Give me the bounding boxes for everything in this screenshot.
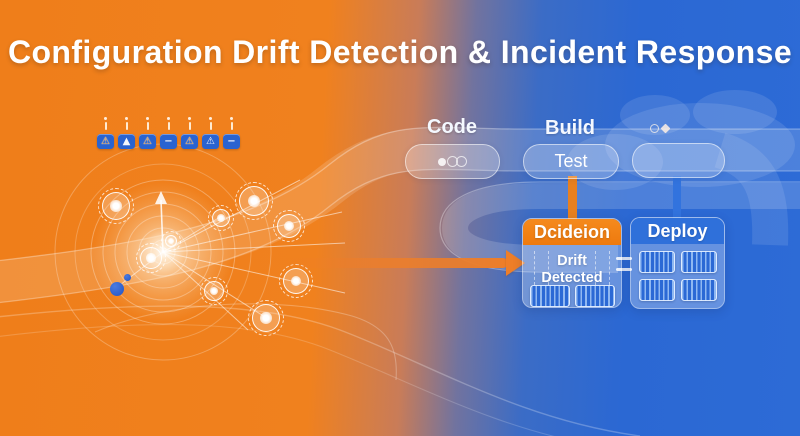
alert-tick-icon [146,117,149,134]
alert-tick-icon [209,117,212,134]
test-to-decision-connector [568,176,577,220]
test-pill: Test [523,144,619,179]
warning-triangle-icon: ⚠ [97,134,114,149]
alert-item: ⚠ [139,117,156,149]
arrow-shaft [282,258,508,268]
arrow-head-icon [506,250,525,276]
container-icon [639,279,675,301]
radar-node [161,231,181,251]
alert-item: − [223,117,240,149]
container-icon [639,251,675,273]
deploy-card: Deploy [630,217,725,309]
alert-tick-icon [167,117,170,134]
decision-card: Dcideion Drift Detected [522,218,622,308]
deploy-card-header: Deploy [631,218,724,244]
page-title: Configuration Drift Detection & Incident… [7,34,793,70]
alert-tick-icon [104,117,107,134]
radar-node [208,205,234,231]
alert-tick-icon [125,117,128,134]
radar-node [273,210,305,242]
stage-label-code: Code [427,116,477,138]
container-icon [681,279,717,301]
warning-triangle-icon: ⚠ [181,134,198,149]
card-link-icon [616,257,632,279]
anomaly-dot [110,282,124,296]
release-dots-icon [650,123,671,134]
pipeline-ribbon [0,126,800,436]
alert-item: ⚠ [181,117,198,149]
stage-label-build: Build [545,117,595,139]
decision-card-body: Drift Detected [523,245,621,307]
alert-item: ▲ [118,117,135,149]
drift-status-text: Drift Detected [541,253,603,286]
alert-tick-icon [230,117,233,134]
container-icon [530,285,570,307]
minus-icon: − [223,134,240,149]
minus-icon: − [160,134,177,149]
container-icon [681,251,717,273]
alert-icons-row: ⚠ ▲ ⚠ − ⚠ ⚠ − [97,117,240,149]
radar-node [136,243,166,273]
radar-node [200,277,228,305]
deploy-card-body [631,244,724,308]
test-pill-label: Test [554,151,588,171]
radar-node [279,264,313,298]
warning-triangle-icon: ⚠ [139,134,156,149]
radar-node [98,188,134,224]
decision-card-header: Dcideion [523,219,621,245]
alert-item: ⚠ [97,117,114,149]
warning-triangle-icon: ⚠ [202,134,219,149]
radar-node [248,300,284,336]
solid-triangle-icon: ▲ [118,134,135,149]
anomaly-dot [124,274,131,281]
alert-item: ⚠ [202,117,219,149]
commit-dots-icon [438,156,467,167]
release-pill [632,143,725,178]
code-pill [405,144,500,179]
alert-tick-icon [188,117,191,134]
release-to-deploy-connector [673,176,681,220]
radar-chart [54,143,346,361]
alert-item: − [160,117,177,149]
radar-node [235,182,273,220]
container-icon [575,285,615,307]
